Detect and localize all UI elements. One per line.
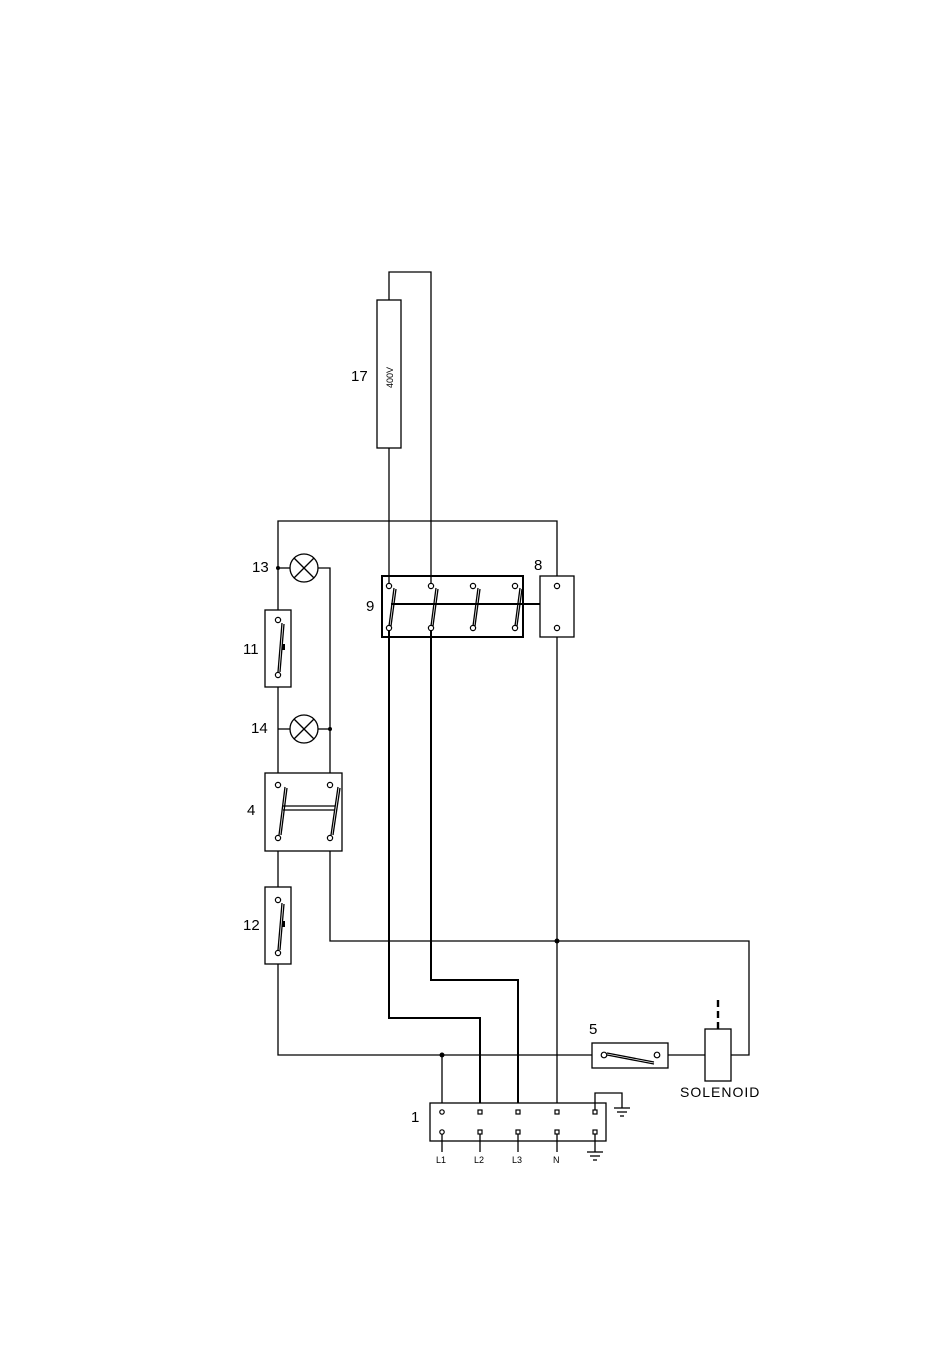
wires — [278, 272, 749, 1111]
solenoid: SOLENOID — [680, 1000, 760, 1100]
solenoid-label: SOLENOID — [680, 1084, 760, 1100]
terminal-label: L2 — [474, 1155, 484, 1165]
terminal-block-label: 1 — [411, 1109, 419, 1126]
resistor-rating: 400V — [385, 367, 395, 388]
resistor-label: 17 — [351, 368, 368, 385]
switch-8-label: 8 — [534, 557, 542, 574]
terminal-label: L3 — [512, 1155, 522, 1165]
resistor-17: 400V 17 — [351, 300, 401, 448]
terminal-label: L1 — [436, 1155, 446, 1165]
switch-12-label: 12 — [243, 917, 260, 934]
terminal-label: N — [553, 1155, 560, 1165]
switch-5-label: 5 — [589, 1021, 597, 1038]
switch-block-9: 9 — [366, 576, 523, 637]
switch-9-contacts — [386, 583, 522, 630]
switch-12: 12 — [243, 887, 291, 964]
terminal-block-1: L1 L2 L3 N 1 — [411, 1093, 630, 1165]
ground-icon — [587, 1152, 603, 1160]
switch-9-label: 9 — [366, 598, 374, 615]
switch-11-label: 11 — [243, 641, 259, 658]
switch-4: 4 — [247, 773, 342, 851]
lamp-14-label: 14 — [251, 720, 268, 737]
switch-11: 11 — [243, 610, 291, 687]
switch-5: 5 — [589, 1021, 668, 1068]
lamp-13-label: 13 — [252, 559, 269, 576]
switch-4-label: 4 — [247, 802, 255, 819]
switch-8: 8 — [534, 557, 574, 637]
